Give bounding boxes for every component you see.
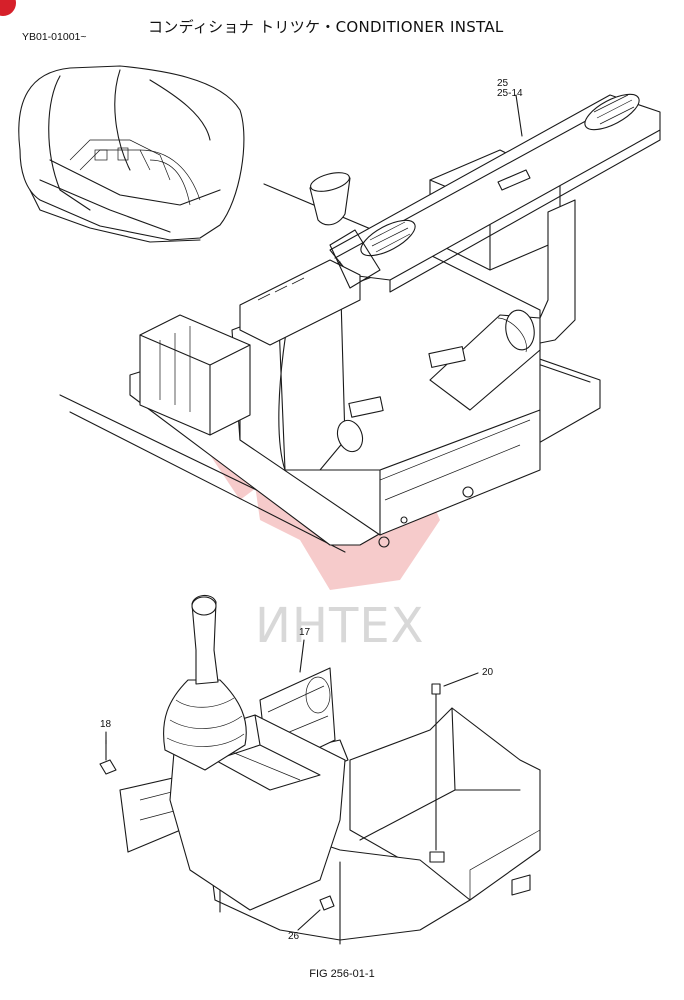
callout-20: 20 bbox=[482, 667, 494, 678]
callout-25: 25 bbox=[497, 78, 509, 89]
callout-17: 17 bbox=[299, 627, 311, 638]
callout-26: 26 bbox=[288, 931, 300, 942]
diagram-title: コンディショナ トリツケ・CONDITIONER INSTAL bbox=[148, 18, 504, 36]
watermark-text: ИНТЕХ bbox=[255, 598, 425, 654]
model-range: YB01-01001~ bbox=[22, 31, 87, 43]
corner-badge: И bbox=[0, 0, 16, 16]
callout-18: 18 bbox=[100, 719, 112, 730]
leader-17 bbox=[299, 639, 305, 673]
leader-25 bbox=[515, 94, 523, 137]
leader-20 bbox=[443, 672, 479, 687]
leader-26 bbox=[297, 909, 321, 931]
console-assembly bbox=[99, 594, 541, 945]
conditioner-assembly bbox=[59, 93, 661, 553]
cab-inset-view bbox=[18, 65, 245, 243]
callout-25-14: 25-14 bbox=[497, 88, 523, 99]
figure-number: FIG 256-01-1 bbox=[309, 968, 375, 980]
